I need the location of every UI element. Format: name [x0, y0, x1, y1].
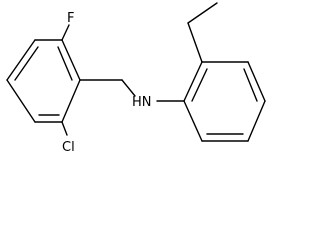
bond-ethyl-terminal	[187, 2, 218, 24]
bond	[183, 100, 203, 142]
bond	[183, 61, 203, 102]
bond	[61, 39, 81, 81]
chlorine-label: Cl	[62, 140, 75, 155]
bond-to-fluorine	[61, 24, 70, 41]
amine-label: HN	[132, 95, 152, 110]
fluorine-label: F	[67, 11, 74, 26]
bond	[247, 100, 266, 142]
bond-ring-to-ethyl	[187, 22, 203, 63]
bond	[6, 39, 36, 81]
bond	[6, 79, 36, 123]
bond-to-chlorine	[61, 121, 68, 136]
double-bond	[14, 46, 39, 81]
bond-ch2-to-nitrogen	[121, 79, 136, 97]
double-bond	[57, 46, 73, 81]
molecule-structure: F Cl HN	[6, 2, 266, 155]
right-benzene-ring	[183, 61, 266, 142]
left-benzene-ring	[6, 39, 81, 123]
double-bond	[191, 68, 208, 102]
double-bond	[243, 68, 258, 102]
bond	[61, 79, 81, 123]
bond	[247, 61, 266, 102]
